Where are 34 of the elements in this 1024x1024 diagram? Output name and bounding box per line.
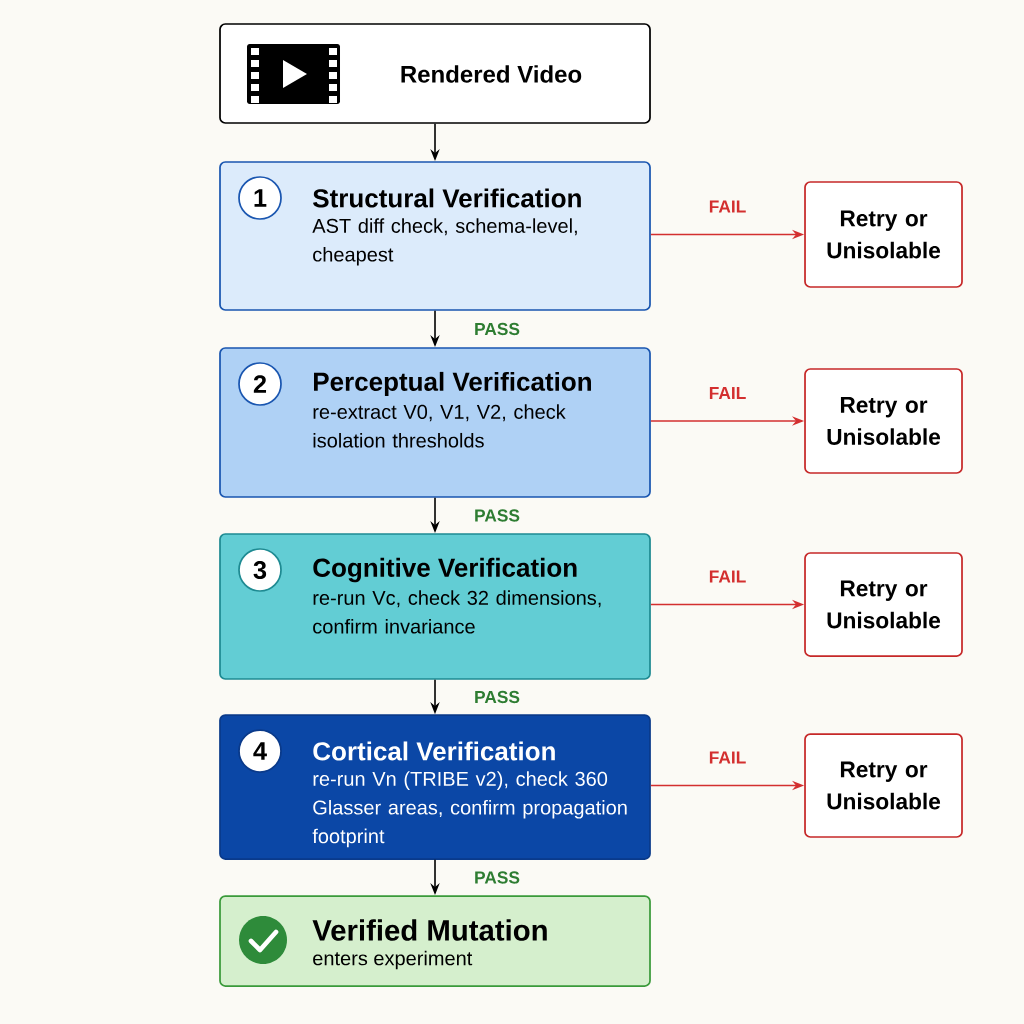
input-box — [219, 23, 651, 124]
box-description: enters experiment — [313, 950, 473, 970]
outcome-box — [804, 181, 963, 288]
box-title: Rendered Video — [401, 65, 582, 83]
edge-label: FAIL — [707, 569, 748, 584]
process-box — [219, 533, 651, 680]
edge-label: FAIL — [707, 750, 748, 765]
outcome-box — [804, 733, 963, 838]
result-box — [219, 895, 651, 987]
outcome-box — [804, 552, 963, 657]
box-description: AST diff check, schema-level, cheapest — [312, 218, 577, 266]
box-label: Retry or Unisolable — [827, 397, 941, 445]
box-description: re-extract V0, V1, V2, check isolation thresholds — [313, 404, 566, 448]
step-number: 2 — [238, 362, 282, 406]
box-description: re-run Vn (TRIBE v2), check 360 Glasser areas, confirm propagation footprint — [312, 771, 627, 848]
outcome-box — [804, 368, 963, 474]
step-number: 1 — [238, 176, 282, 220]
box-title: Perceptual Verification — [314, 371, 591, 397]
box-label: Retry or Unisolable — [827, 210, 941, 259]
process-box — [219, 161, 651, 311]
edge-label: PASS — [472, 508, 522, 523]
box-title: Cortical Verification — [313, 741, 555, 761]
box-title: Verified Mutation — [312, 919, 547, 941]
box-label: Retry or Unisolable — [827, 580, 941, 629]
process-box — [219, 347, 651, 498]
box-title: Cognitive Verification — [313, 557, 577, 583]
box-title: Structural Verification — [313, 188, 581, 208]
step-number: 4 — [238, 729, 282, 773]
edge-label: FAIL — [707, 199, 748, 214]
box-description: re-run Vc, check 32 dimensions, confirm invariance — [313, 590, 601, 634]
step-number: 3 — [238, 548, 282, 592]
edge-label: PASS — [472, 870, 522, 885]
box-label: Retry or Unisolable — [827, 761, 941, 810]
process-box — [219, 714, 651, 860]
